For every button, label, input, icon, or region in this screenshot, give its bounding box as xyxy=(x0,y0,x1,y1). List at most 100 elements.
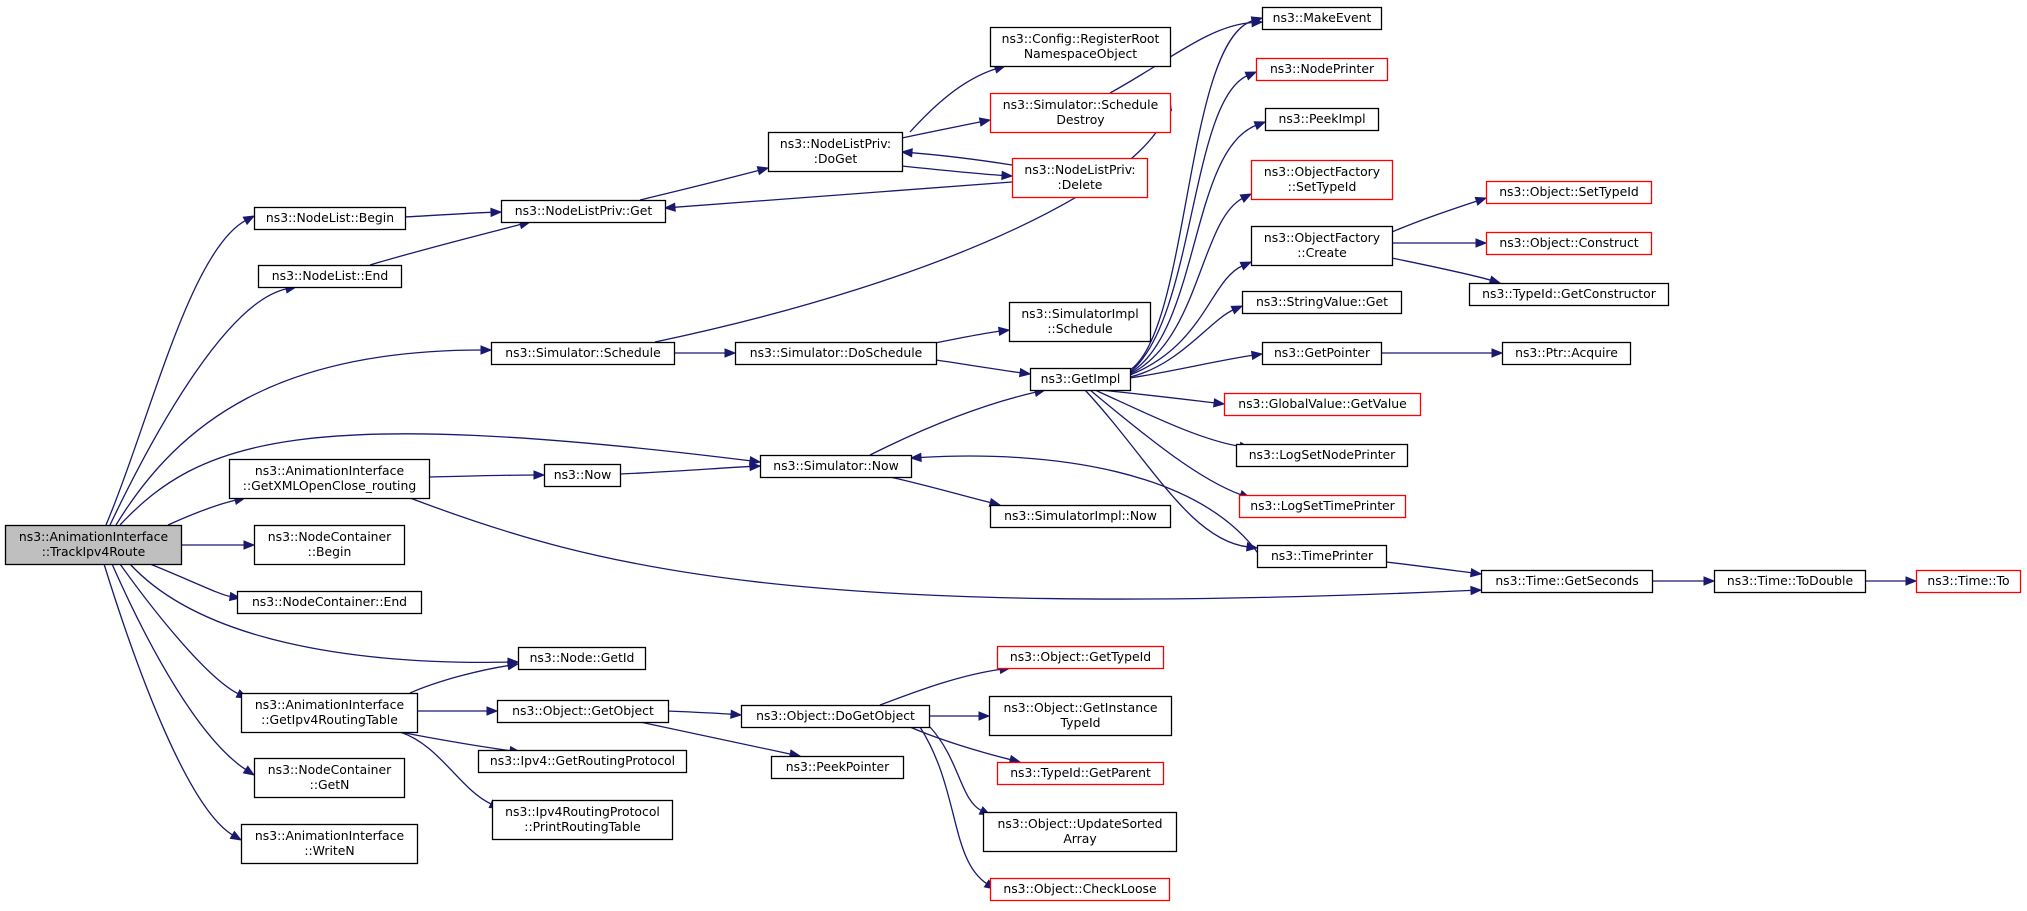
edge-line xyxy=(1084,389,1249,548)
function-node-nodecontainer-begin[interactable]: ns3::NodeContainer::Begin xyxy=(253,524,406,566)
node-label: ::SetTypeId xyxy=(1288,179,1357,194)
function-node-objfactory-create[interactable]: ns3::ObjectFactory::Create xyxy=(1250,225,1394,267)
call-edge xyxy=(619,461,762,475)
node-label: ns3::NodeListPriv: xyxy=(1024,162,1135,177)
edge-line xyxy=(654,108,1169,343)
function-node-anim-getipv4rt[interactable]: ns3::AnimationInterface::GetIpv4RoutingT… xyxy=(240,692,419,734)
node-label: ns3::TypeId::GetParent xyxy=(1010,765,1151,780)
arrowhead-icon xyxy=(1491,348,1504,358)
function-node-object-getobject[interactable]: ns3::Object::GetObject xyxy=(496,699,670,724)
function-node-ptr-acquire[interactable]: ns3::Ptr::Acquire xyxy=(1501,341,1632,366)
function-node-sim-now[interactable]: ns3::Simulator::Now xyxy=(759,454,913,479)
function-node-anim-getxml[interactable]: ns3::AnimationInterface::GetXMLOpenClose… xyxy=(228,458,431,500)
function-node-object-checkloose[interactable]: ns3::Object::CheckLoose xyxy=(989,877,1171,902)
node-box xyxy=(1241,290,1403,315)
function-node-now[interactable]: ns3::Now xyxy=(543,463,622,488)
node-box xyxy=(1485,231,1653,256)
edge-line xyxy=(129,563,510,664)
node-label: ::GetN xyxy=(310,777,350,792)
function-node-get-impl[interactable]: ns3::GetImpl xyxy=(1029,367,1132,392)
edge-line xyxy=(889,476,992,504)
node-box xyxy=(1915,569,2022,594)
node-label: :DoGet xyxy=(814,151,858,166)
function-node-make-event[interactable]: ns3::MakeEvent xyxy=(1261,6,1383,31)
node-box xyxy=(1501,341,1632,366)
arrowhead-icon xyxy=(1470,585,1483,596)
node-box xyxy=(1011,157,1149,199)
edge-line xyxy=(1089,389,1242,496)
function-node-nodecontainer-getn[interactable]: ns3::NodeContainer::GetN xyxy=(253,757,406,799)
function-node-sim-doschedule[interactable]: ns3::Simulator::DoSchedule xyxy=(734,341,938,366)
function-node-nodelist-begin[interactable]: ns3::NodeList::Begin xyxy=(253,206,407,231)
edge-line xyxy=(879,668,1002,706)
node-box xyxy=(1223,392,1422,417)
arrowhead-icon xyxy=(1230,305,1244,315)
node-box xyxy=(1255,57,1389,82)
function-node-time-printer[interactable]: ns3::TimePrinter xyxy=(1256,544,1388,569)
node-label: ns3::ObjectFactory xyxy=(1264,230,1380,245)
function-node-node-getid[interactable]: ns3::Node::GetId xyxy=(517,646,647,671)
node-box xyxy=(1250,225,1394,267)
function-node-simimpl-now[interactable]: ns3::SimulatorImpl::Now xyxy=(989,504,1172,529)
function-node-get-pointer[interactable]: ns3::GetPointer xyxy=(1261,341,1383,366)
function-node-object-dogetobject[interactable]: ns3::Object::DoGetObject xyxy=(740,704,931,729)
node-label: :Delete xyxy=(1058,177,1103,192)
node-box xyxy=(240,692,419,734)
node-label: ns3::GetPointer xyxy=(1274,345,1371,360)
call-edge xyxy=(404,207,503,218)
function-node-stringvalue-get[interactable]: ns3::StringValue::Get xyxy=(1241,290,1403,315)
function-node-nodecontainer-end[interactable]: ns3::NodeContainer::End xyxy=(236,590,423,615)
node-label: ::GetXMLOpenClose_routing xyxy=(243,478,416,493)
arrowhead-icon xyxy=(997,326,1011,337)
edge-line xyxy=(399,731,512,752)
function-node-anim-writen[interactable]: ns3::AnimationInterface::WriteN xyxy=(240,823,419,865)
node-box xyxy=(257,264,403,289)
edge-line xyxy=(1129,124,1257,374)
function-node-sim-schedule[interactable]: ns3::Simulator::Schedule xyxy=(490,341,676,366)
node-box xyxy=(1256,544,1388,569)
edge-line xyxy=(1109,21,1254,94)
node-box xyxy=(543,463,622,488)
call-edge xyxy=(1391,257,1502,285)
function-node-nodelistpriv-delete[interactable]: ns3::NodeListPriv::Delete xyxy=(1011,157,1149,199)
function-node-time-to[interactable]: ns3::Time::To xyxy=(1915,569,2022,594)
function-node-typeid-getconstructor[interactable]: ns3::TypeId::GetConstructor xyxy=(1468,282,1670,307)
edge-line xyxy=(1129,197,1244,375)
function-node-ipv4rp-printroutingtable[interactable]: ns3::Ipv4RoutingProtocol::PrintRoutingTa… xyxy=(491,799,674,841)
function-node-nodelist-end[interactable]: ns3::NodeList::End xyxy=(257,264,403,289)
node-box xyxy=(989,504,1172,529)
node-label: ns3::TypeId::GetConstructor xyxy=(1482,286,1657,301)
function-node-log-set-node-printer[interactable]: ns3::LogSetNodePrinter xyxy=(1235,443,1409,468)
call-edge xyxy=(111,563,256,776)
node-label: Destroy xyxy=(1056,112,1104,127)
function-node-ipv4-getroutingprotocol[interactable]: ns3::Ipv4::GetRoutingProtocol xyxy=(477,749,688,774)
node-box xyxy=(477,749,688,774)
call-edges xyxy=(103,16,1918,890)
node-box xyxy=(1008,301,1152,343)
function-node-time-getseconds[interactable]: ns3::Time::GetSeconds xyxy=(1480,569,1654,594)
function-node-objfactory-settypeid[interactable]: ns3::ObjectFactory::SetTypeId xyxy=(1250,159,1394,201)
function-node-log-set-time-printer[interactable]: ns3::LogSetTimePrinter xyxy=(1238,494,1407,519)
function-node-nodelistpriv-doget[interactable]: ns3::NodeListPriv::DoGet xyxy=(767,131,904,173)
edge-line xyxy=(1094,389,1242,448)
node-label: ns3::Simulator::Now xyxy=(773,458,898,473)
function-node-object-settypeid[interactable]: ns3::Object::SetTypeId xyxy=(1485,180,1653,205)
edge-line xyxy=(1129,309,1235,378)
function-node-peek-impl[interactable]: ns3::PeekImpl xyxy=(1264,107,1380,132)
function-node-globalvalue-getvalue[interactable]: ns3::GlobalValue::GetValue xyxy=(1223,392,1422,417)
function-node-simimpl-schedule[interactable]: ns3::SimulatorImpl::Schedule xyxy=(1008,301,1152,343)
function-node-object-construct[interactable]: ns3::Object::Construct xyxy=(1485,231,1653,256)
function-node-object-gettypeid[interactable]: ns3::Object::GetTypeId xyxy=(996,645,1165,670)
function-node-typeid-getparent[interactable]: ns3::TypeId::GetParent xyxy=(996,761,1165,786)
arrowhead-icon xyxy=(909,452,922,463)
function-node-peek-pointer[interactable]: ns3::PeekPointer xyxy=(770,755,905,780)
call-edge xyxy=(167,495,247,526)
node-label: ns3::Time::GetSeconds xyxy=(1495,573,1638,588)
function-node-time-todouble[interactable]: ns3::Time::ToDouble xyxy=(1713,569,1867,594)
function-node-node-printer[interactable]: ns3::NodePrinter xyxy=(1255,57,1389,82)
function-node-nodelistpriv-get[interactable]: ns3::NodeListPriv::Get xyxy=(500,199,667,224)
